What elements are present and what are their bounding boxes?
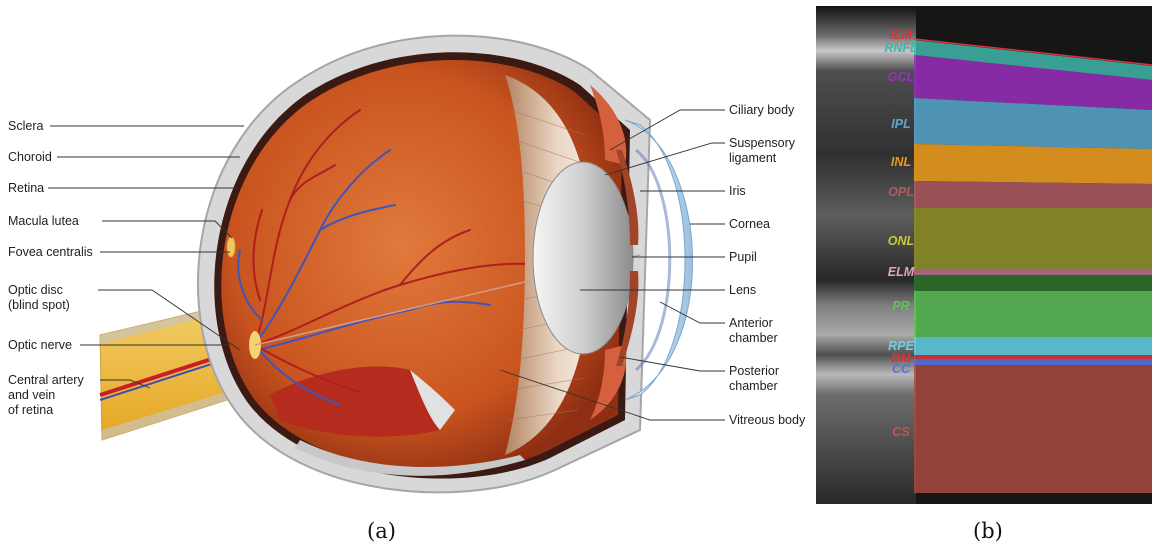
eye-anatomy-figure: Sclera Choroid Retina Macula lutea Fovea…	[0, 0, 820, 548]
oct-label-elm: ELM	[866, 265, 936, 279]
oct-label-inl: INL	[866, 155, 936, 169]
oct-label-cs: CS	[866, 425, 936, 439]
caption-a: (a)	[367, 519, 396, 543]
caption-b: (b)	[973, 519, 1003, 543]
oct-label-gcl: GCL	[866, 70, 936, 84]
oct-label-opl: OPL	[866, 185, 936, 199]
oct-layer-figure: ILM RNFL GCL IPL INL OPL ONL ELM PR RPE …	[816, 6, 1152, 504]
oct-label-ipl: IPL	[866, 117, 936, 131]
oct-label-cc: CC	[866, 362, 936, 376]
oct-label-onl: ONL	[866, 234, 936, 248]
leader-lines	[0, 0, 820, 548]
oct-layer-bands	[914, 39, 1152, 493]
oct-label-pr: PR	[866, 299, 936, 313]
oct-label-rnfl: RNFL	[866, 41, 936, 55]
oct-label-ilm: ILM	[866, 28, 936, 42]
